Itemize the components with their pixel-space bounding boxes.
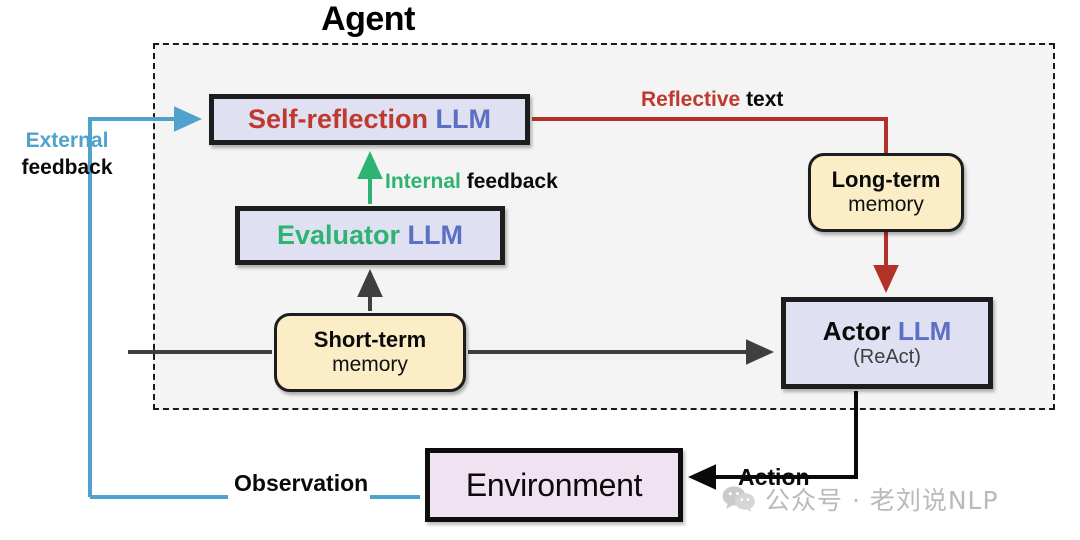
evaluator-model: LLM (407, 220, 464, 251)
actor-label: Actor LLM (822, 315, 952, 346)
observation-label: Observation (234, 470, 369, 496)
short-term-memory-box[interactable]: Short-term memory (274, 313, 466, 392)
self-reflection-llm-box[interactable]: Self-reflection LLM (209, 94, 530, 145)
evaluator-llm-box[interactable]: Evaluator LLM (235, 206, 505, 265)
evaluator-name: Evaluator (276, 220, 401, 251)
evaluator-label: Evaluator LLM (277, 221, 463, 249)
reflective-text-highlight: Reflective (641, 88, 741, 111)
self-reflection-name: Self-reflection (247, 104, 429, 135)
reflective-text-rest: text (746, 88, 784, 111)
actor-model: LLM (897, 315, 952, 346)
internal-feedback-label: Internal feedback (385, 170, 558, 194)
internal-feedback-highlight: Internal (385, 170, 461, 193)
reflective-text-label: Reflective text (641, 88, 783, 112)
short-term-memory-title: Short-term (313, 327, 427, 353)
actor-name: Actor (822, 315, 891, 346)
environment-box[interactable]: Environment (425, 448, 683, 522)
long-term-memory-sub: memory (848, 192, 924, 216)
short-term-memory-sub: memory (332, 352, 408, 376)
wechat-icon (722, 486, 755, 512)
long-term-memory-title: Long-term (831, 167, 941, 193)
watermark: 公众号 · 老刘说NLP (722, 481, 999, 517)
external-feedback-label: External feedback (8, 128, 126, 182)
internal-feedback-rest: feedback (466, 170, 558, 193)
actor-llm-box[interactable]: Actor LLM (ReAct) (781, 297, 993, 389)
actor-sublabel: (ReAct) (853, 346, 921, 369)
action-label: Action (738, 464, 810, 490)
page-title: Agent (321, 0, 415, 38)
self-reflection-label: Self-reflection LLM (248, 105, 491, 133)
external-feedback-rest: feedback (21, 155, 113, 179)
watermark-text: 公众号 · 老刘说NLP (765, 486, 999, 515)
external-feedback-highlight: External (25, 129, 109, 152)
self-reflection-model: LLM (435, 104, 492, 135)
long-term-memory-box[interactable]: Long-term memory (808, 153, 964, 232)
environment-label: Environment (465, 466, 643, 503)
